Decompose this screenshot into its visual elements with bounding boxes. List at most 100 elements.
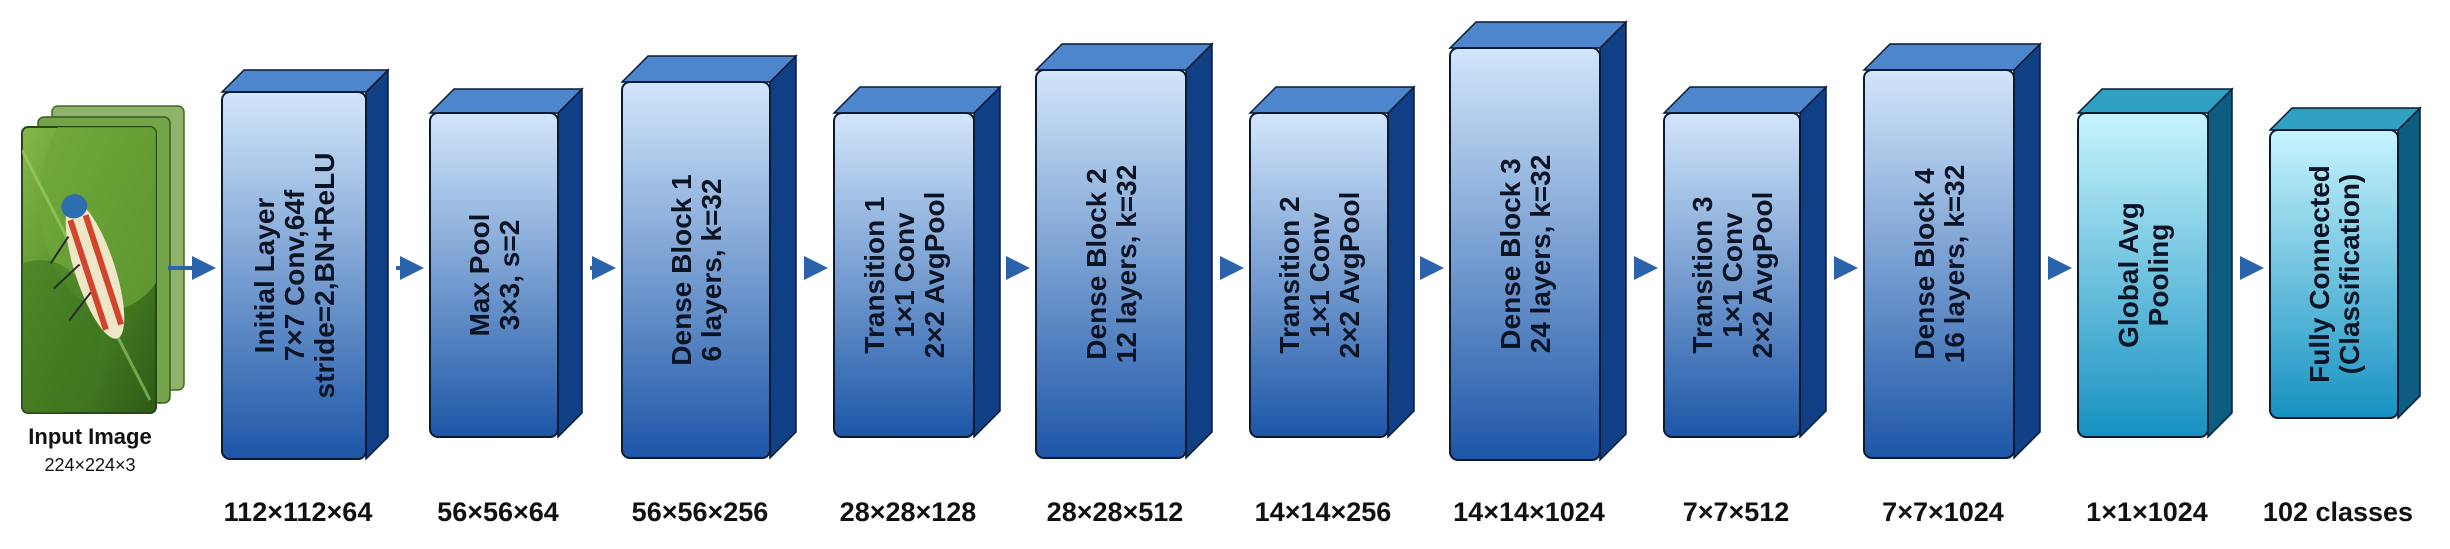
transition-3-label-line: 1×1 Conv — [1717, 212, 1748, 338]
flow-arrow — [1634, 256, 1658, 280]
transition-3-front-face — [1663, 112, 1801, 438]
transition-2-block: Transition 21×1 Conv2×2 AvgPool 14×14×256 — [1248, 85, 1416, 527]
initial-layer-side-face — [365, 68, 389, 461]
fully-connected-label: Fully Connected(Classification) — [2304, 165, 2365, 383]
transition-2-label-line: 1×1 Conv — [1304, 212, 1335, 338]
transition-2-label-line: 2×2 AvgPool — [1334, 192, 1365, 359]
initial-layer-label-line: stride=2,BN+ReLU — [309, 153, 340, 399]
transition-3-side-face — [1799, 85, 1827, 439]
flow-arrow — [590, 256, 616, 280]
transition-1-side-face — [973, 85, 1001, 439]
dense-block-3-side-face — [1599, 20, 1627, 462]
dense-block-2-top-face — [1034, 43, 1214, 71]
max-pool-block: Max Pool3×3, s=2 56×56×64 — [428, 87, 584, 527]
transition-1-output-dim: 28×28×128 — [840, 497, 977, 527]
dense-block-2-label-line: Dense Block 2 — [1081, 168, 1112, 359]
transition-1-block: Transition 11×1 Conv2×2 AvgPool 28×28×128 — [832, 85, 1002, 527]
dense-block-3-output-dim: 14×14×1024 — [1453, 497, 1605, 527]
insect-icon — [49, 194, 125, 339]
dense-block-2-block: Dense Block 212 layers, k=32 28×28×512 — [1034, 42, 1214, 527]
initial-layer-label-line: 7×7 Conv,64f — [279, 189, 310, 361]
transition-3-top-face — [1662, 86, 1828, 114]
global-avg-pooling-label-line: Global Avg — [2113, 202, 2144, 348]
flow-arrow — [168, 256, 216, 280]
flow-arrow — [1834, 256, 1858, 280]
flow-arrow — [396, 256, 424, 280]
transition-1-label-line: 2×2 AvgPool — [919, 192, 950, 359]
dense-block-1-front-face — [621, 81, 771, 459]
transition-2-label-line: Transition 2 — [1274, 196, 1305, 353]
transition-1-label: Transition 11×1 Conv2×2 AvgPool — [859, 192, 950, 359]
global-avg-pooling-front-face — [2077, 112, 2209, 438]
dense-block-2-output-dim: 28×28×512 — [1047, 497, 1184, 527]
fully-connected-front-face — [2269, 129, 2399, 419]
arrow-layer — [168, 256, 2264, 280]
dense-block-4-top-face — [1862, 43, 2042, 71]
flow-arrow — [2240, 256, 2264, 280]
input-image-size: 224×224×3 — [44, 455, 135, 475]
fully-connected-side-face — [2397, 106, 2421, 420]
dense-block-2-label-line: 12 layers, k=32 — [1111, 165, 1142, 364]
global-avg-pooling-side-face — [2207, 87, 2233, 439]
transition-1-label-line: Transition 1 — [859, 196, 890, 353]
dense-block-4-side-face — [2013, 42, 2041, 460]
dense-block-4-label-line: Dense Block 4 — [1909, 168, 1940, 360]
global-avg-pooling-output-dim: 1×1×1024 — [2086, 497, 2208, 527]
transition-2-label: Transition 21×1 Conv2×2 AvgPool — [1274, 192, 1365, 359]
dense-block-3-label: Dense Block 324 layers, k=32 — [1495, 155, 1556, 354]
dense-block-4-front-face — [1863, 69, 2015, 459]
input-image-stack: Input Image 224×224×3 — [21, 105, 185, 475]
dense-block-1-top-face — [620, 55, 798, 83]
transition-1-top-face — [832, 86, 1002, 114]
fully-connected-block: Fully Connected(Classification) 102 class… — [2263, 106, 2422, 527]
global-avg-pooling-label: Global AvgPooling — [2113, 202, 2174, 348]
fully-connected-top-face — [2268, 107, 2422, 131]
dense-block-3-label-line: Dense Block 3 — [1495, 158, 1526, 349]
transition-2-side-face — [1387, 85, 1415, 439]
dense-block-1-label: Dense Block 16 layers, k=32 — [666, 174, 727, 365]
max-pool-label-line: 3×3, s=2 — [494, 220, 525, 331]
flow-arrow — [1006, 256, 1030, 280]
transition-2-output-dim: 14×14×256 — [1255, 497, 1392, 527]
max-pool-label: Max Pool3×3, s=2 — [464, 214, 525, 337]
flow-arrow — [2048, 256, 2072, 280]
initial-layer-block: Initial Layer7×7 Conv,64fstride=2,BN+ReL… — [220, 68, 390, 527]
initial-layer-front-face — [221, 91, 367, 460]
transition-3-label-line: Transition 3 — [1687, 196, 1718, 353]
dense-block-2-front-face — [1035, 69, 1187, 459]
transition-2-front-face — [1249, 112, 1389, 438]
dense-block-2-side-face — [1185, 42, 1213, 460]
dense-block-3-label-line: 24 layers, k=32 — [1525, 155, 1556, 354]
dense-block-1-side-face — [769, 54, 797, 460]
dense-block-4-output-dim: 7×7×1024 — [1882, 497, 2004, 527]
transition-3-output-dim: 7×7×512 — [1683, 497, 1790, 527]
transition-2-top-face — [1248, 86, 1416, 114]
dense-block-4-label: Dense Block 416 layers, k=32 — [1909, 165, 1970, 364]
dense-block-1-label-line: Dense Block 1 — [666, 174, 697, 365]
stage-layer: Initial Layer7×7 Conv,64fstride=2,BN+ReL… — [220, 20, 2422, 527]
initial-layer-label-line: Initial Layer — [249, 198, 280, 354]
dense-block-3-top-face — [1448, 21, 1628, 49]
fully-connected-label-line: Fully Connected — [2304, 165, 2335, 383]
flow-arrow — [1420, 256, 1444, 280]
initial-layer-top-face — [220, 69, 390, 93]
global-avg-pooling-top-face — [2076, 88, 2234, 114]
fully-connected-output-dim: 102 classes — [2263, 497, 2413, 527]
flow-arrow — [1220, 256, 1244, 280]
transition-3-label: Transition 31×1 Conv2×2 AvgPool — [1687, 192, 1778, 359]
max-pool-front-face — [429, 112, 559, 438]
flow-arrow — [804, 256, 828, 280]
initial-layer-output-dim: 112×112×64 — [224, 497, 373, 527]
dense-block-1-output-dim: 56×56×256 — [632, 497, 769, 527]
max-pool-side-face — [557, 87, 583, 439]
global-avg-pooling-label-line: Pooling — [2143, 224, 2174, 327]
input-image-title: Input Image — [28, 424, 151, 449]
max-pool-top-face — [428, 88, 584, 114]
dense-block-3-block: Dense Block 324 layers, k=32 14×14×1024 — [1448, 20, 1628, 527]
global-avg-pooling-block: Global AvgPooling 1×1×1024 — [2076, 87, 2234, 527]
dense-block-3-front-face — [1449, 47, 1601, 461]
max-pool-output-dim: 56×56×64 — [437, 497, 559, 527]
max-pool-label-line: Max Pool — [464, 214, 495, 337]
dense-block-4-block: Dense Block 416 layers, k=32 7×7×1024 — [1862, 42, 2042, 527]
